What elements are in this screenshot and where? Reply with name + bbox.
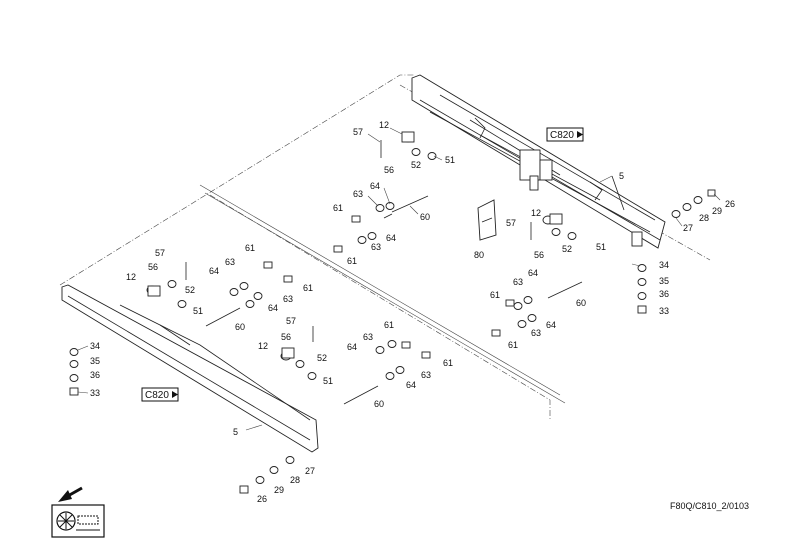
callout: 61 bbox=[245, 243, 255, 253]
callout: 34 bbox=[90, 341, 100, 351]
callout: 12 bbox=[379, 120, 389, 130]
callout: 35 bbox=[90, 356, 100, 366]
callout: 61 bbox=[303, 283, 313, 293]
callout: 61 bbox=[490, 290, 500, 300]
callout: 64 bbox=[406, 380, 416, 390]
callout: 5 bbox=[233, 427, 238, 437]
callout: 63 bbox=[363, 332, 373, 342]
callout: 61 bbox=[443, 358, 453, 368]
callout: 28 bbox=[290, 475, 300, 485]
hardware-washers bbox=[69, 131, 716, 494]
callout: 36 bbox=[659, 289, 669, 299]
callout: 63 bbox=[283, 294, 293, 304]
callout: 29 bbox=[274, 485, 284, 495]
callout: 57 bbox=[286, 316, 296, 326]
callout: 52 bbox=[411, 160, 421, 170]
drawing-code: F80Q/C810_2/0103 bbox=[670, 501, 749, 511]
leader-lines bbox=[77, 127, 721, 431]
callout: 57 bbox=[506, 218, 516, 228]
callout: 56 bbox=[384, 165, 394, 175]
machine-orientation-icon bbox=[51, 504, 105, 538]
callout: 28 bbox=[699, 213, 709, 223]
callout: 51 bbox=[596, 242, 606, 252]
callout: 61 bbox=[347, 256, 357, 266]
callout: 61 bbox=[333, 203, 343, 213]
ref-lower-label: C820 bbox=[145, 390, 169, 401]
callout: 52 bbox=[185, 285, 195, 295]
callout: 63 bbox=[421, 370, 431, 380]
callout: 36 bbox=[90, 370, 100, 380]
callout: 64 bbox=[386, 233, 396, 243]
callout: 61 bbox=[384, 320, 394, 330]
callout: 12 bbox=[531, 208, 541, 218]
callout: 12 bbox=[126, 272, 136, 282]
callout: 64 bbox=[347, 342, 357, 352]
callout: 63 bbox=[371, 242, 381, 252]
callout: 56 bbox=[148, 262, 158, 272]
callout: 56 bbox=[534, 250, 544, 260]
callout: 33 bbox=[90, 388, 100, 398]
callout: 12 bbox=[258, 341, 268, 351]
rod-60-lower bbox=[343, 385, 379, 405]
callout: 52 bbox=[562, 244, 572, 254]
ref-box-upper[interactable]: C820 bbox=[546, 127, 584, 142]
callout-labels: 57 12 52 56 51 63 64 61 60 64 61 63 5 26… bbox=[90, 120, 735, 504]
callout: 64 bbox=[268, 303, 278, 313]
upper-beam bbox=[411, 74, 666, 249]
callout: 61 bbox=[508, 340, 518, 350]
rod-60-upper bbox=[383, 195, 429, 219]
callout: 51 bbox=[193, 306, 203, 316]
callout: 34 bbox=[659, 260, 669, 270]
callout: 29 bbox=[712, 206, 722, 216]
callout: 60 bbox=[235, 322, 245, 332]
callout: 60 bbox=[374, 399, 384, 409]
callout: 57 bbox=[353, 127, 363, 137]
callout: 63 bbox=[531, 328, 541, 338]
callout: 63 bbox=[513, 277, 523, 287]
callout: 5 bbox=[619, 171, 624, 181]
callout: 27 bbox=[305, 466, 315, 476]
callout: 60 bbox=[420, 212, 430, 222]
rod-60-right bbox=[547, 281, 583, 299]
callout: 57 bbox=[155, 248, 165, 258]
callout: 26 bbox=[725, 199, 735, 209]
callout: 27 bbox=[683, 223, 693, 233]
callout: 64 bbox=[209, 266, 219, 276]
callout: 64 bbox=[546, 320, 556, 330]
callout: 64 bbox=[528, 268, 538, 278]
callout: 51 bbox=[445, 155, 455, 165]
ref-box-lower[interactable]: C820 bbox=[141, 387, 179, 402]
callout: 51 bbox=[323, 376, 333, 386]
callout: 52 bbox=[317, 353, 327, 363]
callout: 60 bbox=[576, 298, 586, 308]
callout: 64 bbox=[370, 181, 380, 191]
callout: 56 bbox=[281, 332, 291, 342]
callout: 80 bbox=[474, 250, 484, 260]
callout: 63 bbox=[353, 189, 363, 199]
ref-upper-label: C820 bbox=[550, 130, 574, 141]
bracket-80 bbox=[477, 199, 497, 241]
direction-arrow-icon bbox=[58, 486, 83, 502]
callout: 33 bbox=[659, 306, 669, 316]
rod-60-left bbox=[205, 307, 241, 327]
callout: 26 bbox=[257, 494, 267, 504]
callout: 63 bbox=[225, 257, 235, 267]
callout: 35 bbox=[659, 276, 669, 286]
lower-beam bbox=[61, 284, 319, 453]
